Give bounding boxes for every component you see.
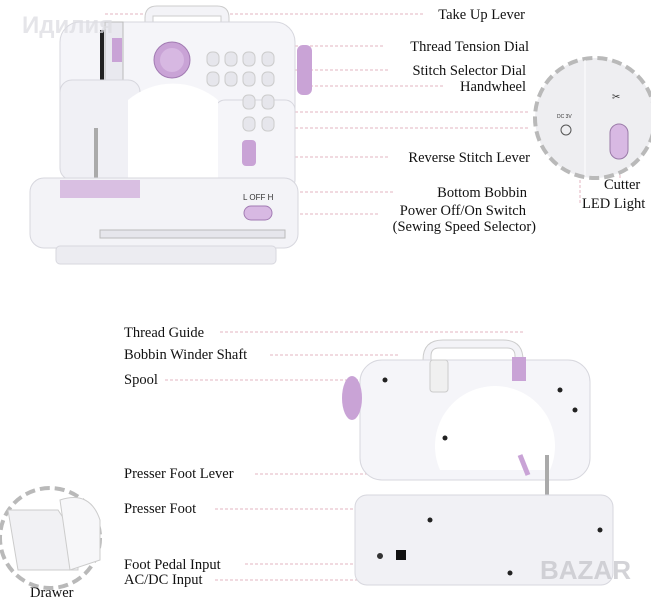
foot-pedal-input (377, 553, 383, 559)
label-take-up-lever: Take Up Lever (438, 7, 525, 23)
ac-dc-input (396, 550, 406, 560)
led-marking: DC 3V (557, 114, 572, 120)
side-machine (342, 339, 614, 586)
label-spool: Spool (124, 372, 158, 388)
spool (429, 359, 449, 393)
label-power-switch: Power Off/On Switch (399, 203, 526, 219)
switch-marks: L OFF H (243, 193, 274, 202)
label-handwheel: Handwheel (459, 79, 526, 95)
label-ac-dc-input: AC/DC Input (124, 572, 203, 588)
label-foot-pedal-input: Foot Pedal Input (124, 557, 221, 573)
label-led-light: LED Light (582, 196, 646, 212)
label-cutter: Cutter (604, 177, 641, 193)
power-switch (243, 205, 273, 221)
light-bulb-icon (560, 124, 572, 136)
label-reverse-stitch-lever: Reverse Stitch Lever (408, 150, 530, 166)
watermark-bottom-right: BAZAR (540, 555, 631, 585)
drawer-inset (0, 486, 102, 590)
reverse-stitch-lever (242, 140, 256, 166)
label-drawer: Drawer (30, 585, 74, 601)
thread-guide (512, 357, 526, 381)
cutter (609, 123, 629, 160)
label-thread-guide: Thread Guide (124, 325, 205, 341)
handwheel (297, 45, 312, 95)
label-presser-foot: Presser Foot (124, 501, 197, 517)
stitch-pattern-buttons (206, 51, 275, 132)
inset-cutter-led: DC 3V ✂ (533, 56, 651, 180)
label-stitch-selector-dial: Stitch Selector Dial (412, 63, 526, 79)
label-thread-tension-dial: Thread Tension Dial (410, 39, 529, 55)
presser-foot-lever (517, 454, 531, 476)
watermark-top-left: Идилия (22, 12, 114, 39)
label-bottom-bobbin: Bottom Bobbin (437, 185, 527, 201)
label-bobbin-winder-shaft: Bobbin Winder Shaft (124, 347, 248, 363)
label-presser-foot-lever: Presser Foot Lever (124, 466, 234, 482)
scissors-icon: ✂ (612, 92, 620, 103)
front-machine: L OFF H (29, 5, 312, 265)
label-power-switch-sub: (Sewing Speed Selector) (392, 219, 536, 235)
